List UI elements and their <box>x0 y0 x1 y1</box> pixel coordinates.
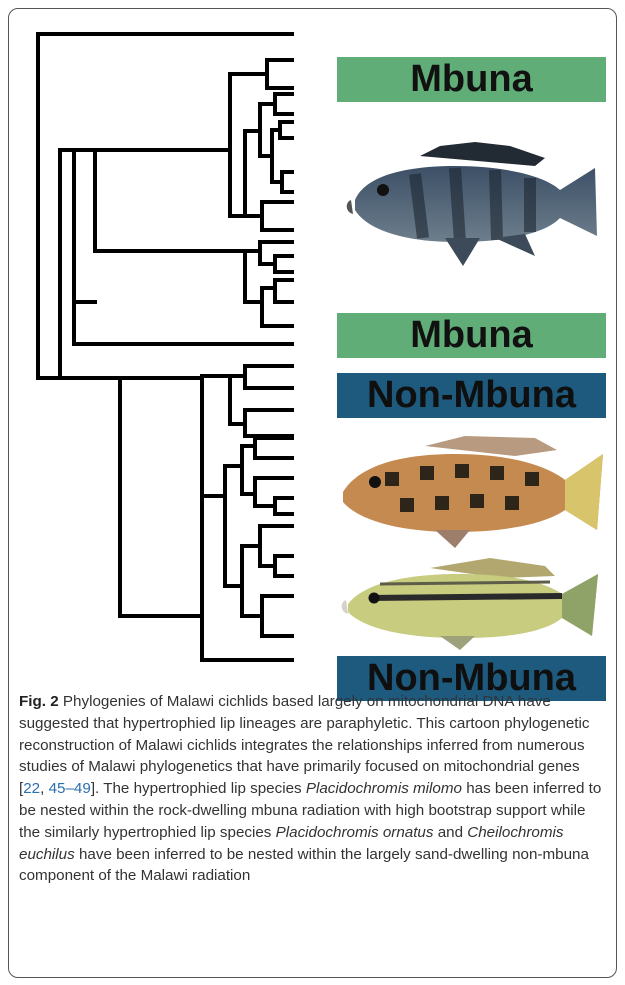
label-mbuna-bottom: Mbuna <box>337 313 606 358</box>
caption-ref-separator: , <box>40 780 48 797</box>
species-name-ornatus: Placidochromis ornatus <box>276 824 434 841</box>
label-mbuna-top: Mbuna <box>337 57 606 102</box>
caption-text-5: have been inferred to be nested within t… <box>19 846 589 885</box>
label-non-mbuna-top: Non-Mbuna <box>337 373 606 418</box>
label-mbuna-top-text: Mbuna <box>410 58 532 101</box>
figure-caption: Fig. 2 Phylogenies of Malawi cichlids ba… <box>19 691 607 887</box>
tree-root <box>38 34 292 378</box>
phylogenetic-tree <box>30 26 300 698</box>
caption-text-2: ]. The hypertrophied lip species <box>91 780 306 797</box>
species-name-milomo: Placidochromis milomo <box>306 780 462 797</box>
figure-label: Fig. 2 <box>19 693 59 710</box>
label-non-mbuna-top-text: Non-Mbuna <box>367 374 576 417</box>
tree-mbuna-inner <box>95 150 245 251</box>
citation-link-22[interactable]: 22 <box>23 780 40 797</box>
fish-image-milomo <box>345 138 600 268</box>
caption-text-4: and <box>433 824 467 841</box>
tree-non-mbuna-clade <box>60 378 202 616</box>
fish-image-euchilus <box>340 552 602 652</box>
tree-main-split <box>60 150 74 378</box>
label-mbuna-bottom-text: Mbuna <box>410 314 532 357</box>
fish-image-ornatus <box>335 432 605 550</box>
tree-mbuna-clade <box>74 150 95 302</box>
citation-link-45-49[interactable]: 45–49 <box>49 780 91 797</box>
